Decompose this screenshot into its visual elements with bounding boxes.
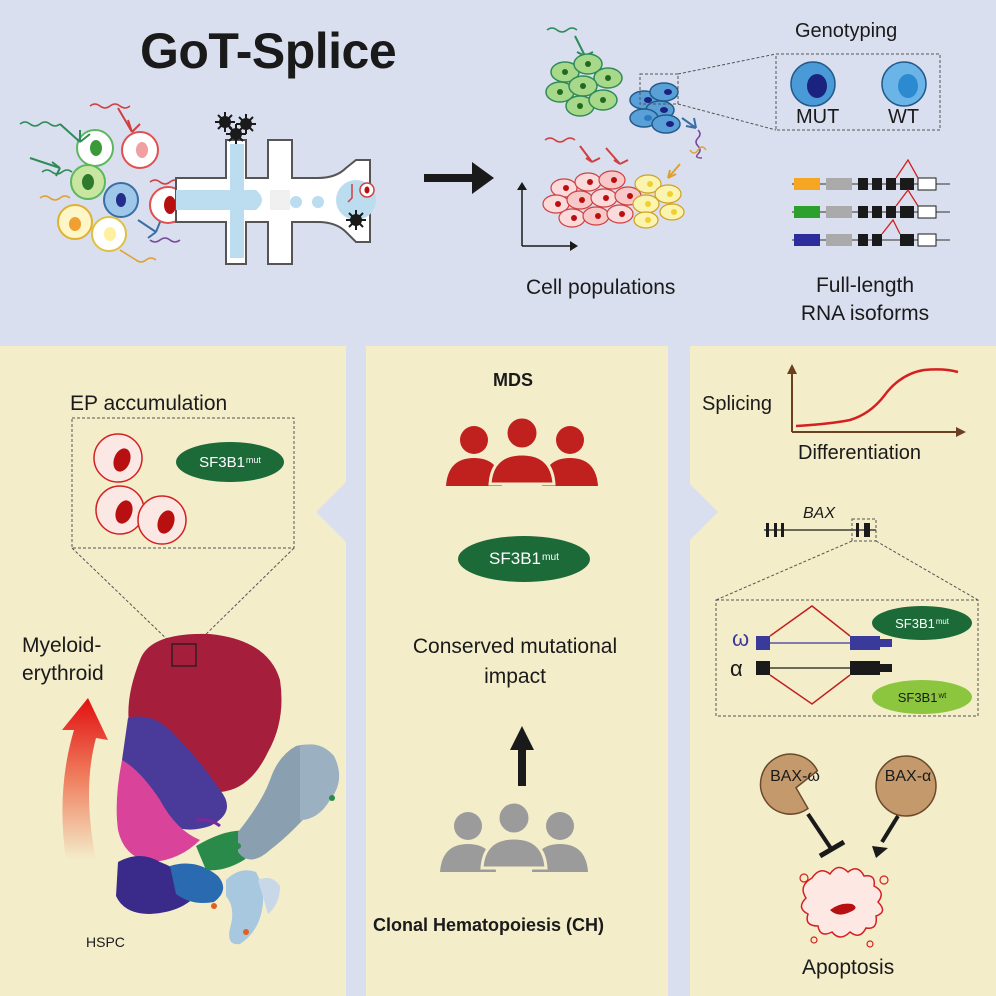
ch-individuals-icon xyxy=(440,800,588,872)
genotyping-label: Genotyping xyxy=(795,20,898,42)
sf3b1-sup-text: wt xyxy=(938,690,947,700)
mds-patients-icon xyxy=(446,415,598,486)
mds-label: MDS xyxy=(493,370,533,390)
isoform-tracks xyxy=(792,158,950,247)
cell-populations-plot xyxy=(517,137,707,251)
differentiation-axis-label: Differentiation xyxy=(798,442,922,464)
bax-alpha-label: BAX-α xyxy=(884,768,932,785)
sf3b1-base-text: SF3B1 xyxy=(489,549,541,568)
alpha-isoform-symbol: α xyxy=(730,656,743,681)
sf3b1-base-text: SF3B1 xyxy=(199,453,245,471)
full-length-line1: Full-length xyxy=(815,274,915,297)
divider-right xyxy=(668,346,690,996)
splicing-axis-label: Splicing xyxy=(702,393,773,415)
ch-label: Clonal Hematopoiesis (CH) xyxy=(373,915,605,935)
upward-arrow xyxy=(510,726,534,786)
hspc-label: HSPC xyxy=(86,934,125,950)
blue-cell-cluster xyxy=(629,53,777,159)
differentiation-arrow xyxy=(62,698,108,860)
apoptotic-cell xyxy=(799,866,889,948)
conserved-impact-label: Conserved mutational impact xyxy=(380,632,650,692)
genotyping-box xyxy=(775,53,941,131)
top-panel xyxy=(0,0,996,346)
figure-title: GoT-Splice xyxy=(140,23,397,79)
bax-proteins xyxy=(759,753,937,859)
conserved-line1: Conserved mutational xyxy=(412,635,618,658)
wt-label: WT xyxy=(888,106,920,128)
bax-gene-model xyxy=(715,518,979,601)
sf3b1-sup-text: mut xyxy=(245,455,261,465)
trajectory-line1: Myeloid- xyxy=(22,634,102,657)
conserved-line2: impact xyxy=(484,665,546,688)
ep-accumulation-label: EP accumulation xyxy=(70,392,228,415)
trajectory-line2: erythroid xyxy=(22,662,104,685)
ep-accumulation-box xyxy=(71,417,295,645)
divider-left xyxy=(346,346,366,996)
chevron-left-arrow xyxy=(316,476,366,548)
cell-populations-label: Cell populations xyxy=(526,276,676,299)
full-length-line2: RNA isoforms xyxy=(800,302,930,325)
bax-splicing-box xyxy=(715,599,979,717)
barcode-beads xyxy=(215,112,366,230)
sf3b1-base-text: SF3B1 xyxy=(897,689,938,705)
umap-embedding xyxy=(116,633,340,945)
mut-label: MUT xyxy=(796,106,840,128)
omega-isoform-symbol: ω xyxy=(732,626,750,651)
trajectory-label: Myeloid- erythroid xyxy=(22,632,104,688)
microfluidic-chip xyxy=(175,139,376,265)
splicing-plot xyxy=(787,364,966,437)
process-arrow xyxy=(424,162,494,194)
sf3b1-sup-text: mut xyxy=(542,551,559,563)
apoptosis-label: Apoptosis xyxy=(802,956,895,979)
green-cell-cluster xyxy=(545,27,623,117)
bax-omega-label: BAX-ω xyxy=(770,768,820,785)
bax-gene-label: BAX xyxy=(803,505,836,522)
chevron-right-arrow xyxy=(668,476,718,548)
full-length-isoforms-label: Full-length RNA isoforms xyxy=(780,272,950,328)
sf3b1-sup-text: mut xyxy=(935,616,949,626)
sf3b1-base-text: SF3B1 xyxy=(895,615,935,631)
